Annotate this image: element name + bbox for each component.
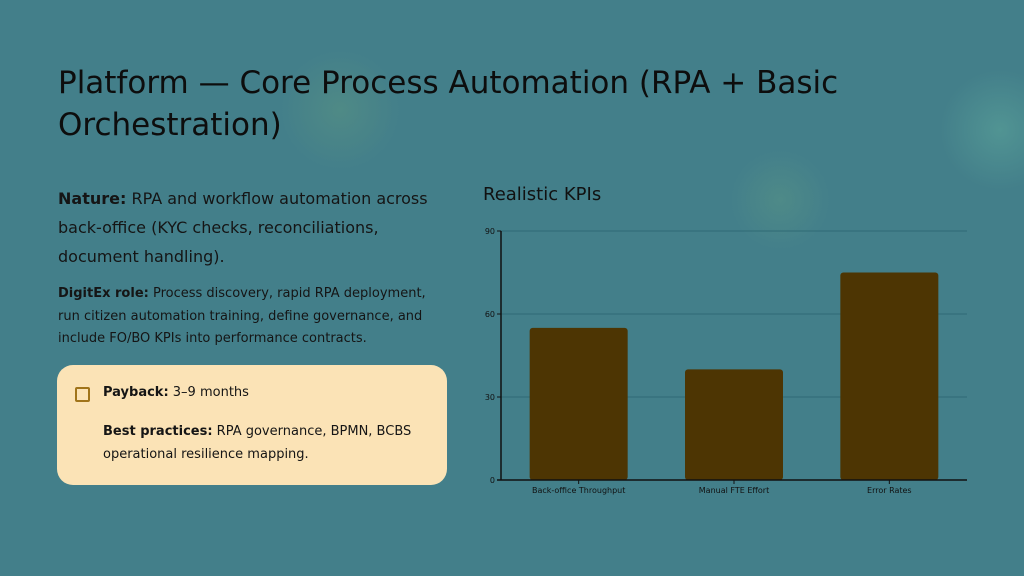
bar-1	[685, 369, 783, 480]
slide-title: Platform — Core Process Automation (RPA …	[58, 65, 839, 143]
role-label: DigitEx role:	[58, 286, 149, 301]
payback: Payback: 3–9 months	[103, 385, 249, 400]
sticky-note-icon	[75, 387, 90, 402]
nature-label: Nature:	[58, 189, 127, 208]
y-tick-label: 60	[485, 310, 495, 319]
chart-title: Realistic KPIs	[483, 184, 602, 205]
y-tick-label: 0	[490, 476, 495, 485]
payback-label: Payback:	[103, 385, 169, 400]
best-practices: Best practices: RPA governance, BPMN, BC…	[103, 421, 423, 466]
nature-paragraph: Nature: RPA and workflow automation acro…	[58, 184, 458, 271]
payback-card: Payback: 3–9 months Best practices: RPA …	[57, 365, 447, 485]
best-text: RPA governance, BPMN, BCBS operational r…	[103, 424, 412, 462]
y-tick-label: 30	[485, 393, 495, 402]
role-text: Process discovery, rapid RPA deployment,…	[58, 286, 426, 346]
payback-text: 3–9 months	[168, 385, 249, 400]
y-tick-label: 90	[485, 227, 495, 236]
x-tick-label: Error Rates	[867, 486, 912, 495]
bar-0	[529, 327, 628, 480]
x-tick-label: Back-office Throughput	[532, 486, 625, 495]
x-tick-label: Manual FTE Effort	[699, 486, 769, 495]
nature-text: RPA and workflow automation across back-…	[58, 189, 428, 266]
bar-2	[840, 272, 939, 480]
best-label: Best practices:	[103, 424, 213, 439]
role-paragraph: DigitEx role: Process discovery, rapid R…	[58, 283, 438, 351]
